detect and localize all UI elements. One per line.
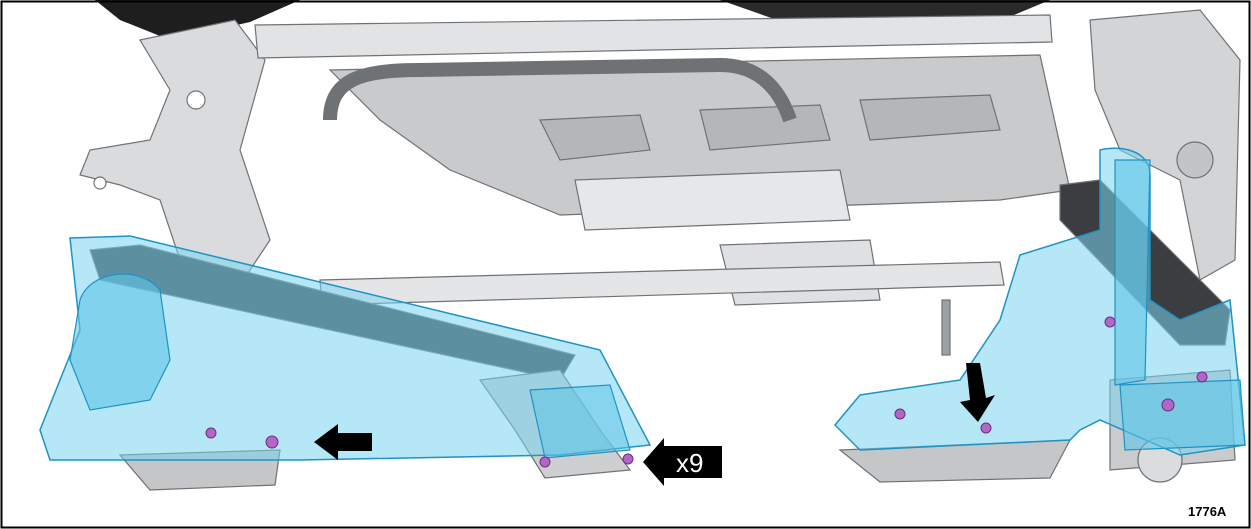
fastener-pins xyxy=(205,316,1208,468)
pin-right-outer xyxy=(894,408,906,420)
pin-right-front xyxy=(980,422,992,434)
pin-left-rear xyxy=(205,427,217,439)
quantity-label: x9 xyxy=(676,448,703,478)
pin-right-upper xyxy=(1104,316,1116,328)
figure-code: 1776A xyxy=(1188,504,1227,519)
pin-right-side xyxy=(1196,371,1208,383)
pin-center-left xyxy=(539,456,551,468)
pin-right-lower xyxy=(1161,398,1175,412)
arrow-left-pin xyxy=(314,424,372,460)
right-side-shield xyxy=(833,147,1246,456)
arrow-x9-callout: x9 xyxy=(643,438,722,486)
pin-center-right xyxy=(622,453,634,465)
arrow-right-pin xyxy=(960,363,995,422)
pin-left-front xyxy=(265,435,279,449)
left-side-shield xyxy=(39,235,652,461)
